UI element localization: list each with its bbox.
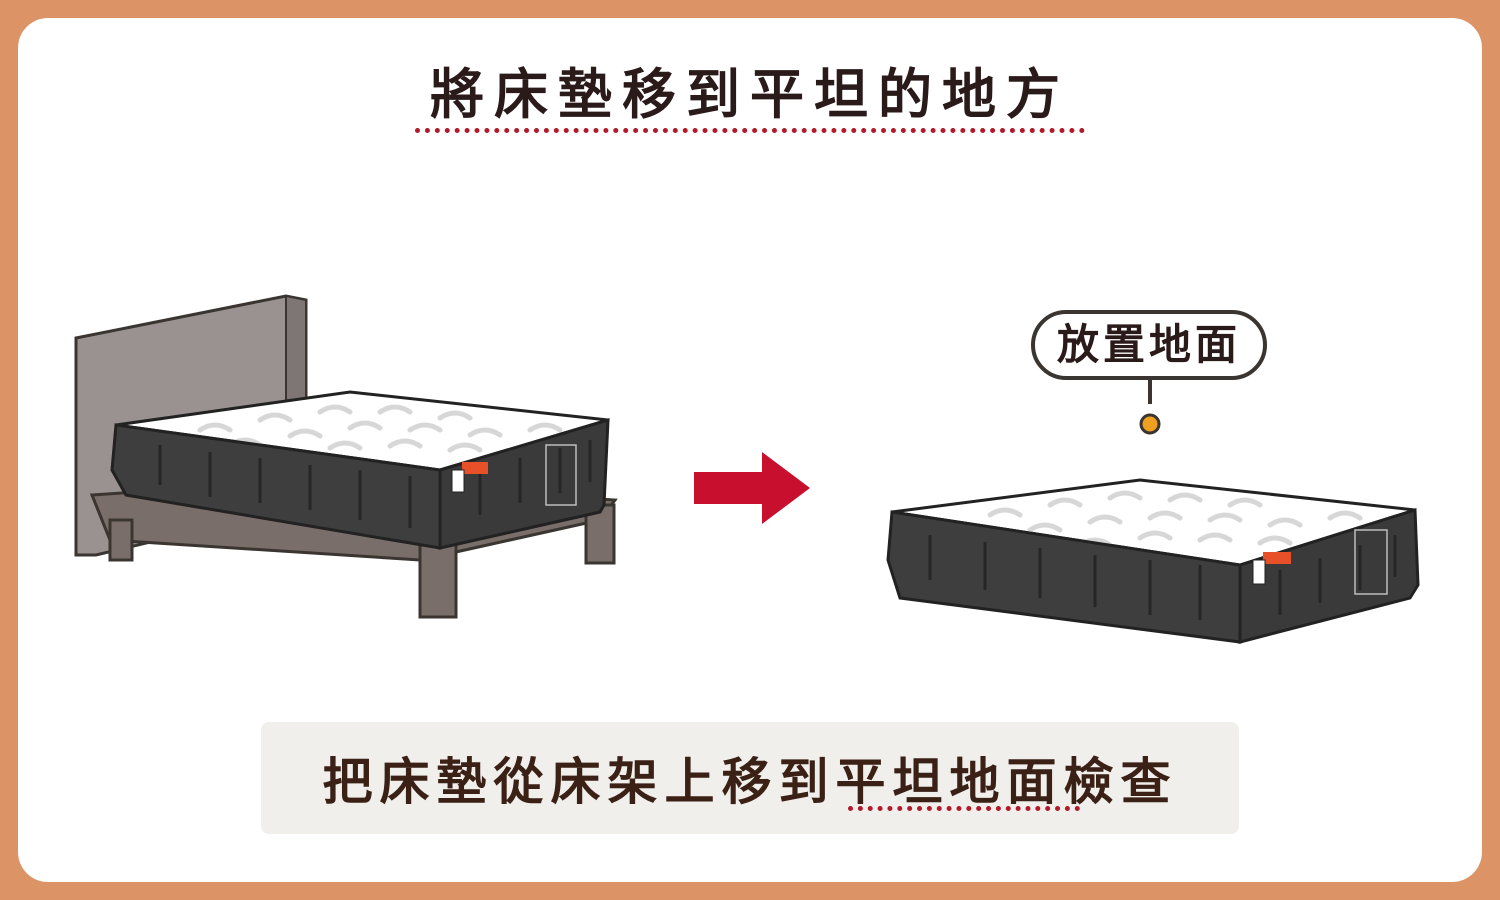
caption-box [261,722,1239,834]
bed-with-mattress [74,294,618,619]
callout-place-on-floor: 放置地面 [1031,310,1267,380]
mattress-on-floor [886,478,1420,644]
caption-text: 把床墊從床架上移到平坦地面檢查 [322,753,1178,811]
page-title: 將床墊移到平坦的地方 [430,63,1070,126]
location-pin-icon [1139,378,1161,435]
arrow-right-icon [694,452,810,524]
caption-underline [848,806,1080,811]
title-underline [415,128,1085,133]
